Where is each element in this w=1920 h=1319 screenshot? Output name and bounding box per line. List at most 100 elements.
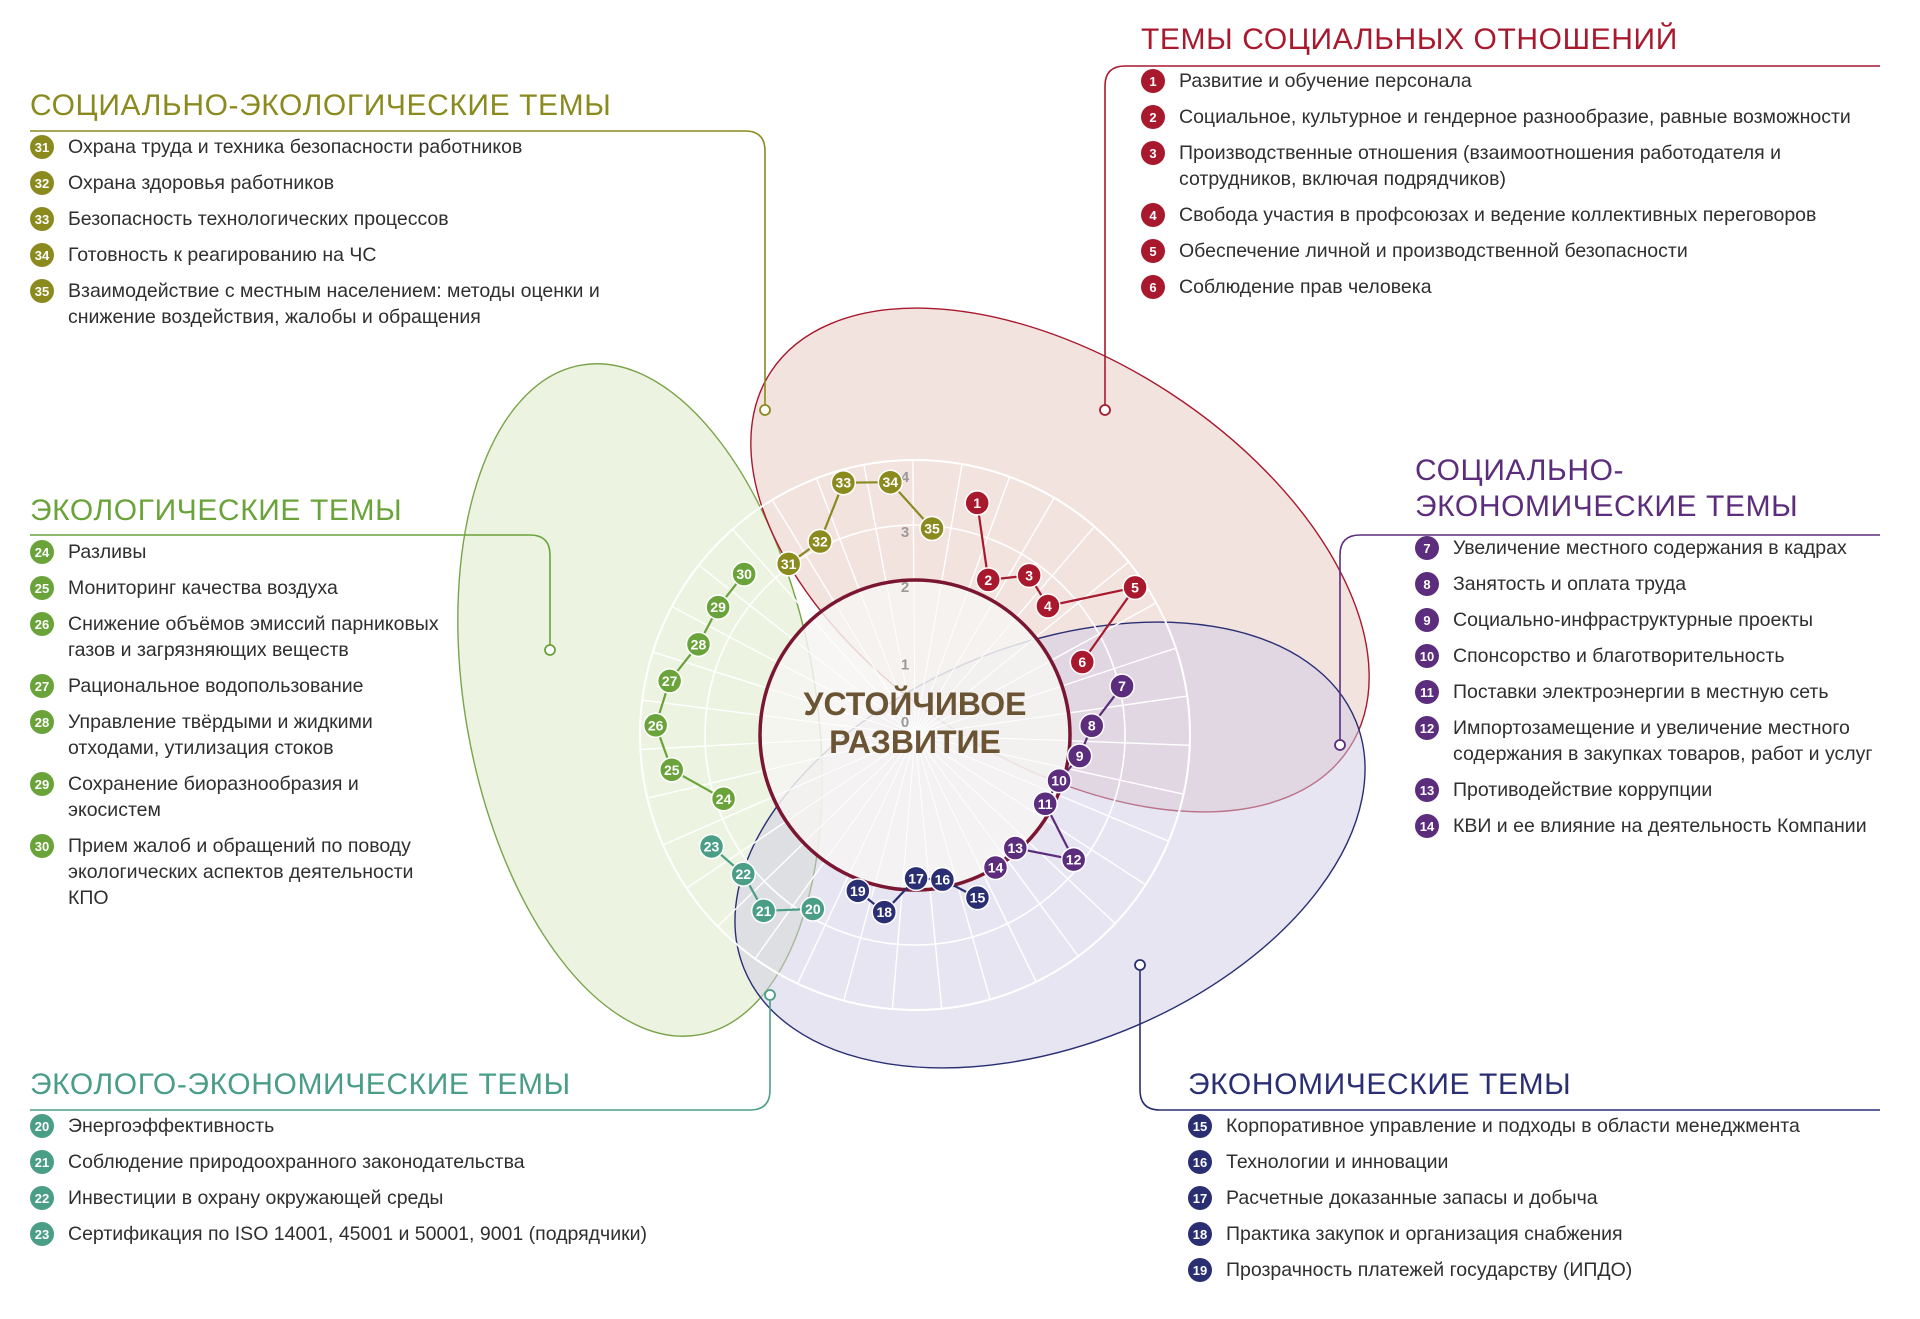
topic-text: Социально-инфраструктурные проекты: [1453, 609, 1814, 631]
topic-text: Соблюдение прав человека: [1179, 276, 1432, 298]
inner-ray: [764, 734, 916, 772]
topic-text: Прием жалоб и обращений по поводу эколог…: [68, 835, 414, 909]
data-point-29: [705, 594, 731, 620]
data-point-label-19: 19: [850, 883, 866, 899]
leader-line-soc-econ: [1339, 534, 1880, 745]
grid-spoke: [1066, 767, 1184, 795]
topic-number-badge: 30: [30, 834, 54, 858]
topic-text: Сертификация по ISO 14001, 45001 и 50001…: [68, 1223, 648, 1245]
data-point-5: [1122, 574, 1148, 601]
inner-ray: [914, 734, 1059, 796]
data-point-35: [919, 515, 945, 542]
grid-spoke: [640, 742, 761, 751]
data-point-label-32: 32: [812, 534, 828, 550]
inner-ray: [834, 602, 916, 736]
inner-ray: [786, 734, 916, 822]
data-point-label-31: 31: [781, 556, 797, 572]
data-point-label-33: 33: [836, 475, 852, 491]
data-point-21: [750, 898, 777, 924]
topic-number-badge: 9: [1415, 608, 1439, 632]
topic-item: 13 Противодействие коррупции: [1415, 777, 1875, 803]
inner-ray: [914, 660, 1052, 736]
inner-ray: [885, 582, 916, 736]
group-title-line: ЭКОНОМИЧЕСКИЕ ТЕМЫ: [1415, 490, 1799, 523]
topic-number-badge: 27: [30, 674, 54, 698]
data-point-label-8: 8: [1088, 718, 1096, 734]
inner-ray: [858, 590, 916, 736]
data-point-label-16: 16: [935, 872, 951, 888]
data-point-label-4: 4: [1044, 598, 1052, 614]
data-point-label-21: 21: [756, 903, 772, 919]
inner-ray: [848, 734, 916, 876]
grid-spoke: [686, 820, 787, 889]
topic-text: Технологии и инновации: [1226, 1151, 1449, 1173]
data-point-label-35: 35: [924, 520, 940, 536]
topic-number-badge: 11: [1415, 680, 1439, 704]
inner-ray: [914, 734, 1008, 861]
axis-tick-label: 3: [901, 524, 909, 541]
data-point-18: [871, 899, 897, 925]
axis-tick-label: 1: [901, 657, 909, 674]
data-point-20: [800, 896, 826, 922]
grid-spoke: [1015, 526, 1095, 618]
topic-text: Спонсорство и благотворительность: [1453, 645, 1785, 667]
data-point-label-18: 18: [876, 904, 892, 920]
grid-spoke: [662, 796, 774, 846]
data-point-label-15: 15: [970, 890, 986, 906]
topic-number-badge: 10: [1415, 644, 1439, 668]
grid-spoke: [698, 564, 794, 640]
data-point-30: [731, 561, 757, 587]
topic-text: Свобода участия в профсоюзах и ведение к…: [1179, 204, 1817, 226]
data-point-label-20: 20: [805, 901, 821, 917]
data-point-label-10: 10: [1051, 773, 1067, 789]
data-point-10: [1046, 767, 1072, 794]
topic-number-badge: 20: [30, 1114, 54, 1138]
leader-line-social: [1104, 65, 1880, 410]
topic-text: Корпоративное управление и подходы в обл…: [1226, 1115, 1800, 1137]
data-point-label-17: 17: [908, 870, 924, 886]
data-point-22: [730, 861, 757, 887]
data-point-33: [830, 469, 857, 496]
topic-number-badge: 22: [30, 1186, 54, 1210]
topic-number-badge: 18: [1188, 1222, 1212, 1246]
grid-spoke: [717, 842, 805, 928]
series-line-social: [976, 502, 1138, 663]
data-point-label-3: 3: [1025, 567, 1033, 583]
data-point-4: [1035, 593, 1061, 619]
inner-ray: [824, 734, 916, 862]
leader-dot-ecological: [544, 644, 556, 656]
data-point-23: [698, 833, 725, 860]
data-point-32: [807, 528, 833, 555]
topic-number-badge: 26: [30, 612, 54, 636]
grid-spoke: [1006, 859, 1079, 957]
data-point-3: [1016, 562, 1042, 589]
grid-spoke: [671, 605, 779, 664]
topic-number-badge: 13: [1415, 778, 1439, 802]
inner-ray: [914, 712, 1069, 736]
data-point-label-27: 27: [662, 673, 678, 689]
inner-ray: [914, 734, 1070, 742]
topic-text: Занятость и оплата труда: [1453, 573, 1687, 595]
topic-text: Энергоэффективность: [68, 1115, 275, 1137]
topic-number-badge: 34: [30, 243, 54, 267]
data-point-label-1: 1: [973, 495, 981, 511]
topic-text: Инвестиции в охрану окружающей среды: [68, 1187, 444, 1209]
data-point-label-28: 28: [691, 636, 707, 652]
topic-text: Противодействие коррупции: [1453, 779, 1713, 801]
grid-spoke: [1068, 695, 1188, 714]
topic-number-badge: 23: [30, 1222, 54, 1246]
topic-text: Взаимодействие с местным населением: мет…: [68, 280, 600, 328]
data-point-label-22: 22: [735, 866, 751, 882]
grid-spoke: [647, 769, 765, 799]
